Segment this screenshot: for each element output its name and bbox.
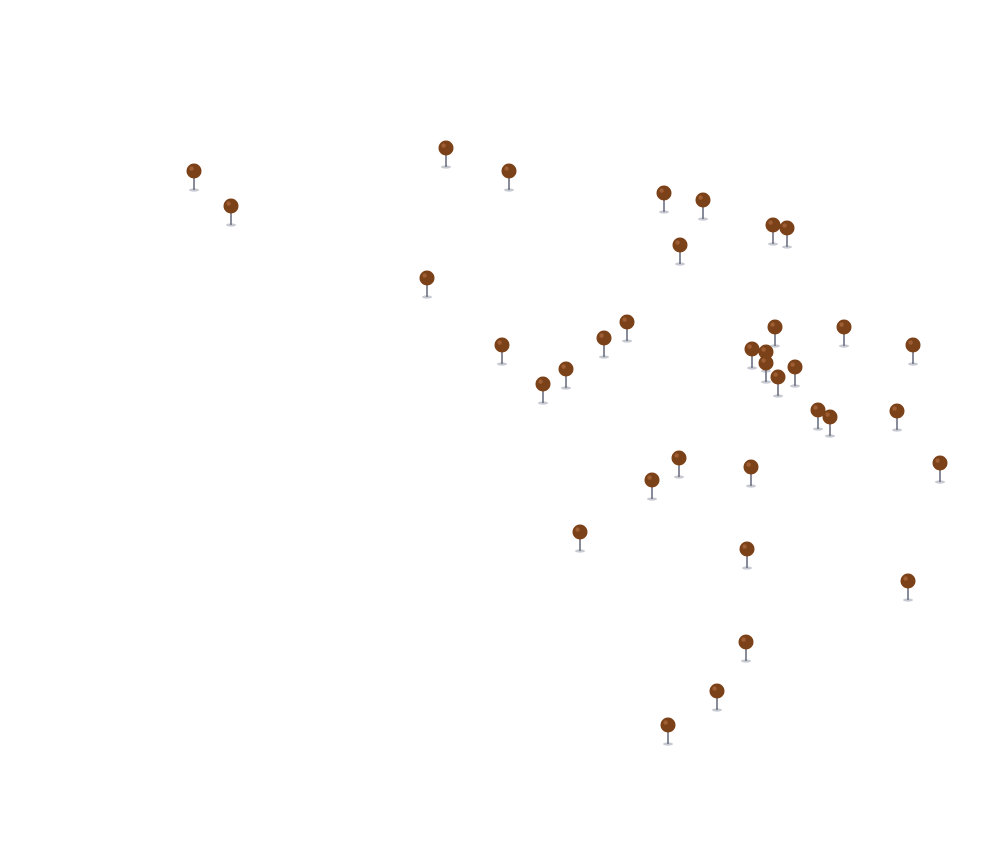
map-pin-icon[interactable] [694, 191, 712, 225]
map-pin-icon[interactable] [493, 336, 511, 370]
map-pin-icon[interactable] [671, 236, 689, 270]
map-pin-icon[interactable] [418, 269, 436, 303]
map-pin-icon[interactable] [659, 716, 677, 750]
map-pin-icon[interactable] [185, 162, 203, 196]
map-pin-icon[interactable] [899, 572, 917, 606]
map-pin-icon[interactable] [778, 219, 796, 253]
map-pin-icon[interactable] [618, 313, 636, 347]
map-pin-icon[interactable] [222, 197, 240, 231]
map-pin-icon[interactable] [931, 454, 949, 488]
map-pin-icon[interactable] [835, 318, 853, 352]
map-pin-icon[interactable] [904, 336, 922, 370]
map-pin-icon[interactable] [738, 540, 756, 574]
map-pin-icon[interactable] [643, 471, 661, 505]
map-pin-icon[interactable] [769, 368, 787, 402]
map-pin-icon[interactable] [766, 318, 784, 352]
map-pin-icon[interactable] [437, 139, 455, 173]
map-pin-icon[interactable] [534, 375, 552, 409]
map-pin-icon[interactable] [742, 458, 760, 492]
map-pin-icon[interactable] [670, 449, 688, 483]
map-pin-icon[interactable] [786, 358, 804, 392]
map-pin-icon[interactable] [743, 340, 761, 374]
map-pin-icon[interactable] [500, 162, 518, 196]
map-pin-icon[interactable] [737, 633, 755, 667]
map-pin-icon[interactable] [708, 682, 726, 716]
map-pin-icon[interactable] [595, 329, 613, 363]
map-pin-icon[interactable] [809, 401, 827, 435]
map-pin-icon[interactable] [557, 360, 575, 394]
map-pin-icon[interactable] [764, 216, 782, 250]
map-pin-icon[interactable] [888, 402, 906, 436]
map-pin-icon[interactable] [655, 184, 673, 218]
map-pin-icon[interactable] [821, 408, 839, 442]
map-pin-icon[interactable] [571, 523, 589, 557]
map-pin-icon[interactable] [757, 354, 775, 388]
